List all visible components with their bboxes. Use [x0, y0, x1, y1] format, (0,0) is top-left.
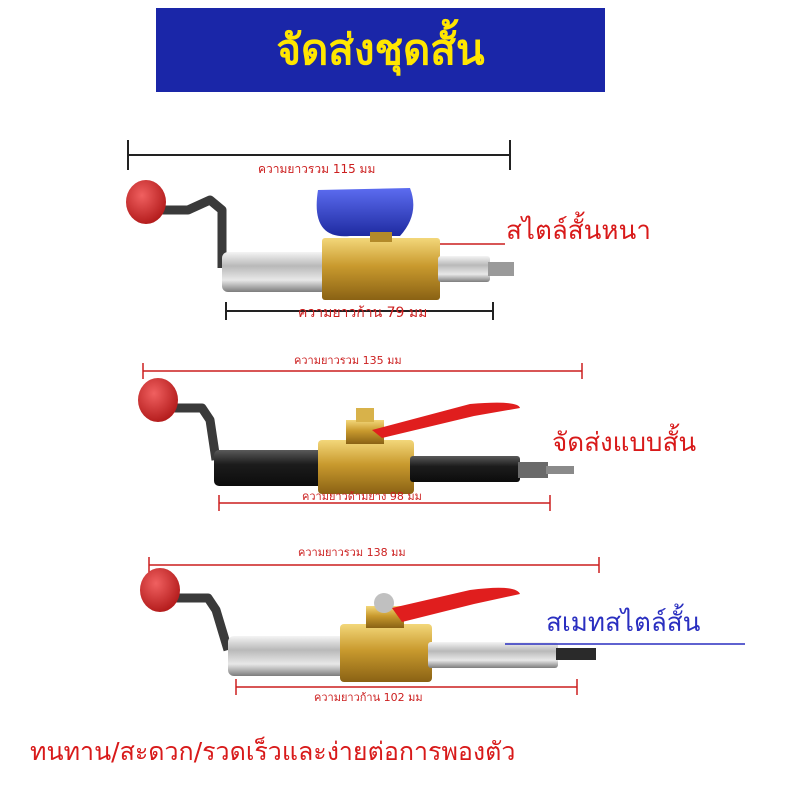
blue-lever-icon [316, 188, 414, 237]
product-1-total-dimension [127, 140, 511, 170]
product-2-total-length: ความยาวรวม 135 มม [294, 354, 402, 367]
product-2-style-label: จัดส่งแบบสั้น [552, 428, 697, 458]
red-knob-icon [138, 378, 178, 422]
product-2-valve [138, 378, 574, 494]
footer-tagline: ทนทาน/สะดวก/รวดเร็วและง่ายต่อการพองตัว [30, 737, 516, 766]
red-knob-icon [140, 568, 180, 612]
banner-title: จัดส่งชุดสั้น [276, 25, 485, 74]
product-2-rod-dimension [218, 495, 551, 511]
red-lever-icon [392, 587, 520, 622]
product-2-rod-length: ความยาวด้ามยาง 98 มม [302, 490, 422, 503]
product-3-rod-dimension [235, 679, 578, 695]
product-3-style-label: สเมทสไตล์สั้น [546, 608, 701, 638]
product-3-rod-length: ความยาวก้าน 102 มม [314, 691, 423, 704]
product-3-total-length: ความยาวรวม 138 มม [298, 546, 406, 559]
product-1-valve [126, 180, 514, 300]
red-knob-icon [126, 180, 166, 224]
product-1-style-label: สไตล์สั้นหนา [506, 216, 651, 246]
product-3-valve [140, 568, 596, 682]
red-lever-icon [372, 402, 520, 438]
product-3-total-dimension [148, 557, 600, 573]
product-1-rod-length: ความยาวก้าน 79 มม [298, 305, 428, 321]
product-1-rod-dimension [225, 302, 494, 320]
title-banner: จัดส่งชุดสั้น [156, 8, 605, 92]
product-1-total-length: ความยาวรวม 115 มม [258, 162, 376, 176]
product-2-total-dimension [142, 363, 583, 379]
